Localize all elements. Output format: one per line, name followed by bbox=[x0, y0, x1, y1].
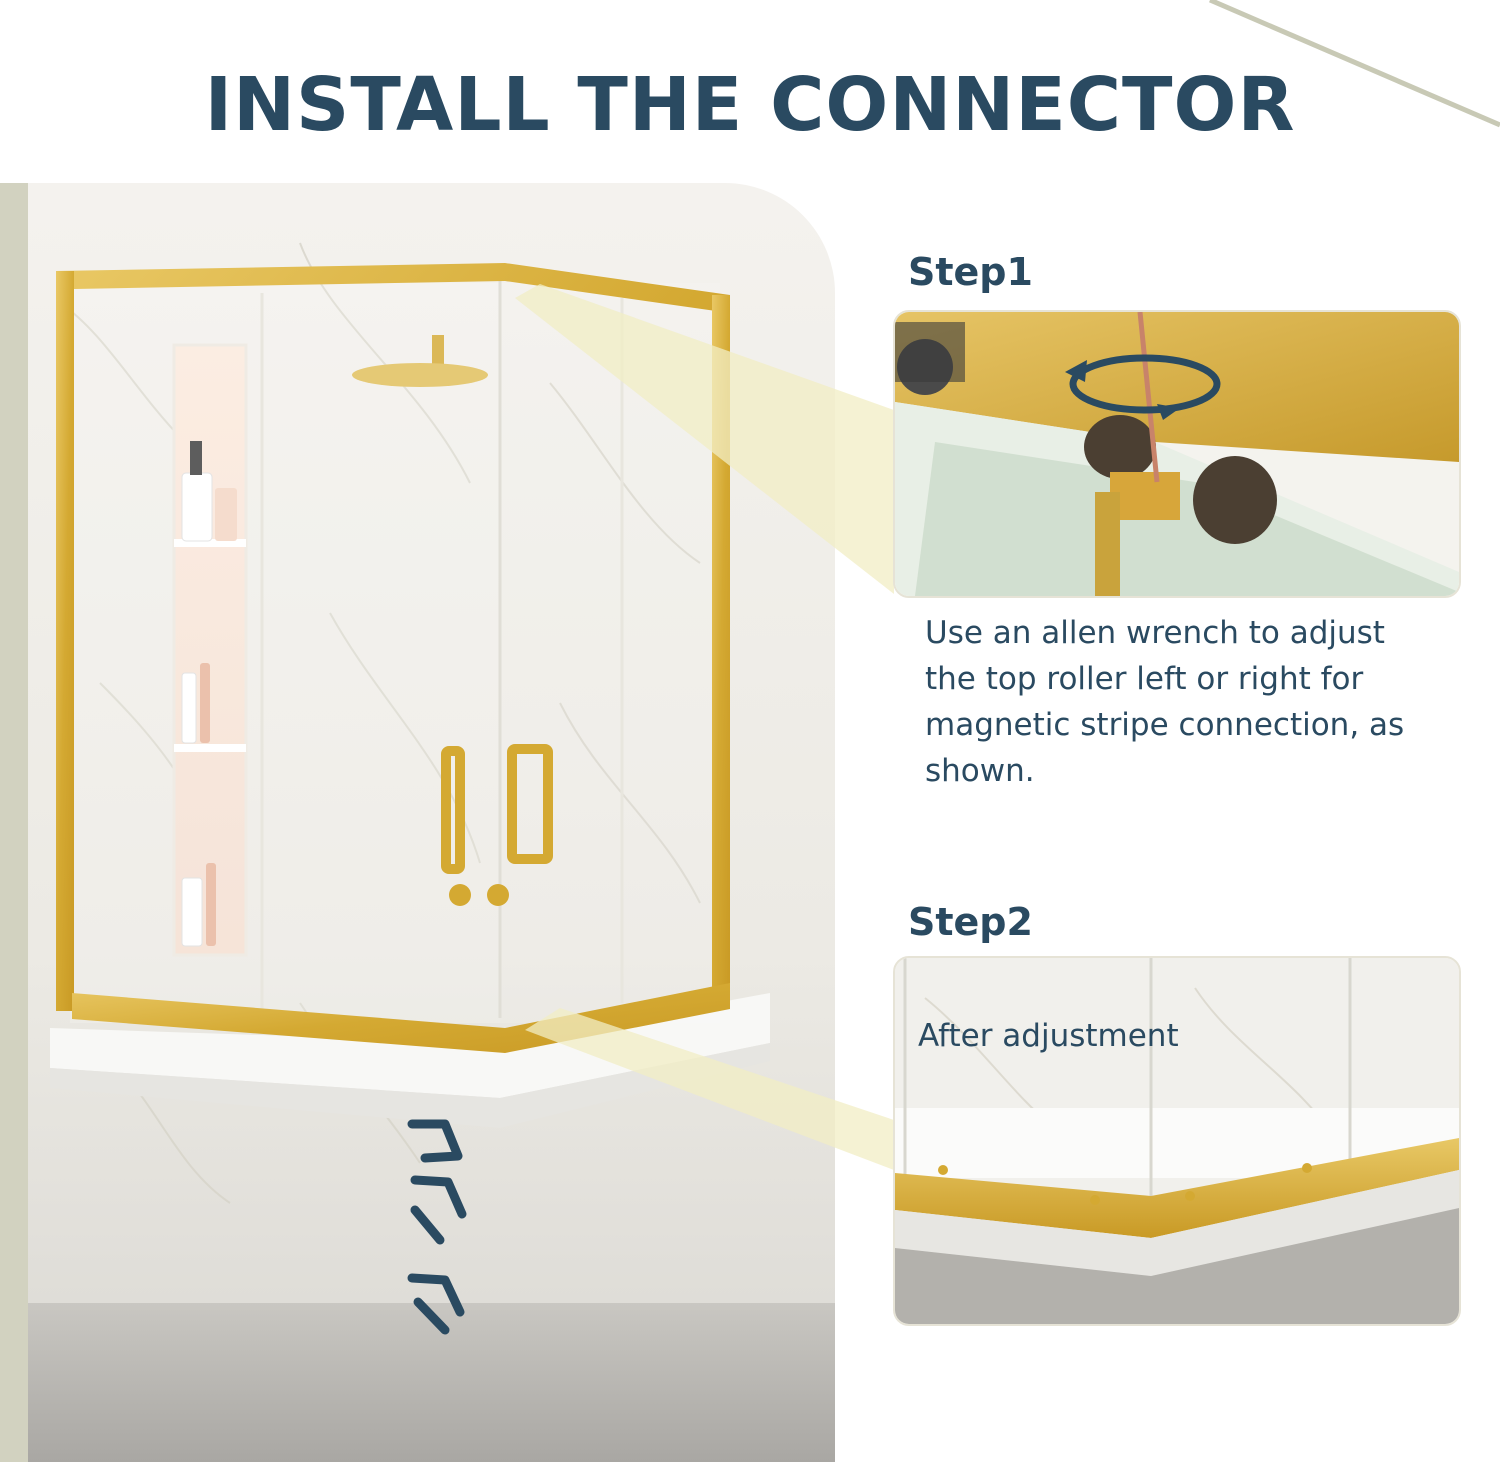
step2-heading: Step2 bbox=[908, 900, 1033, 944]
step1-caption: Use an allen wrench to adjust the top ro… bbox=[925, 615, 1405, 789]
step1-heading: Step1 bbox=[908, 250, 1033, 294]
step1-detail-image bbox=[893, 310, 1461, 598]
step2-caption: After adjustment bbox=[918, 1018, 1179, 1054]
shower-enclosure-photo bbox=[0, 183, 835, 1462]
decorative-corner-line bbox=[1209, 0, 1500, 128]
page-title: INSTALL THE CONNECTOR bbox=[204, 62, 1296, 148]
rotate-arrows-icon bbox=[1069, 354, 1221, 414]
step2-detail-image bbox=[893, 956, 1461, 1326]
